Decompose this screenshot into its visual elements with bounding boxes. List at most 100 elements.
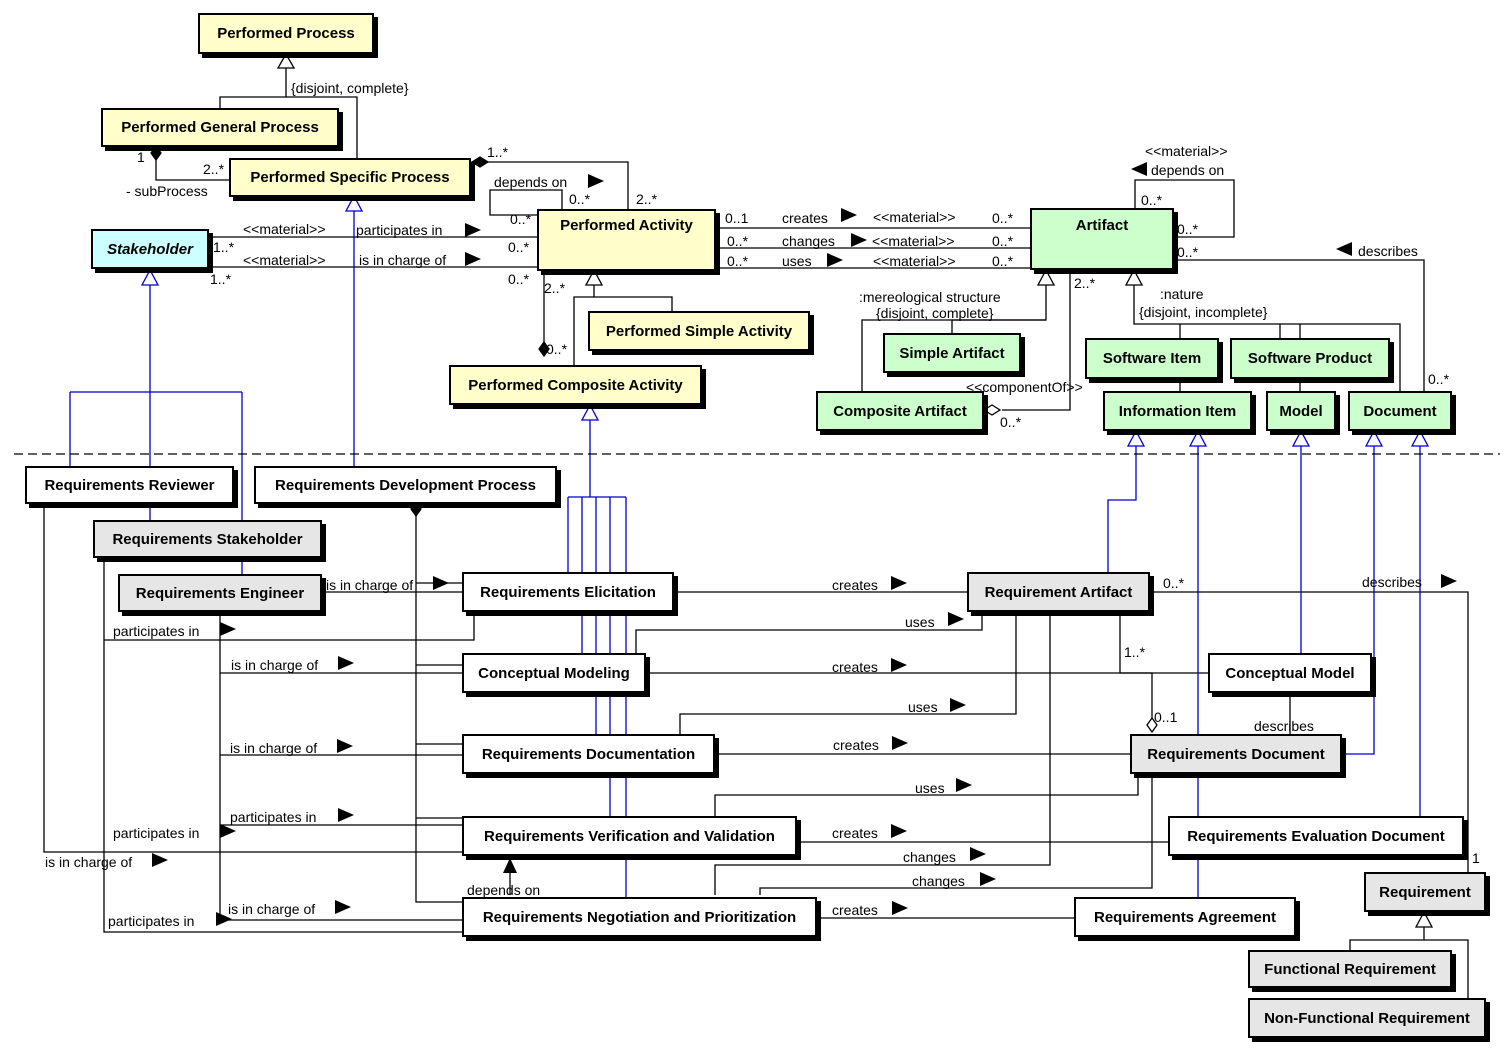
label-multiplicity: 0..1 [725, 210, 749, 226]
label-multiplicity: 2..* [544, 280, 566, 296]
label-association: uses [905, 614, 935, 630]
label-multiplicity: 0..* [546, 341, 568, 357]
class-requirements-negotiation-prioritization[interactable]: Requirements Negotiation and Prioritizat… [462, 897, 817, 937]
class-performed-simple-activity[interactable]: Performed Simple Activity [588, 311, 810, 351]
label-association: changes [782, 233, 835, 249]
label-multiplicity: 0..* [992, 233, 1014, 249]
label-stereotype: <<material>> [243, 221, 326, 237]
label-multiplicity: 2..* [203, 161, 225, 177]
label-association: is in charge of [230, 740, 318, 756]
label-multiplicity: 0..* [569, 191, 591, 207]
label-multiplicity: 1..* [213, 239, 235, 255]
label-stereotype: <<material>> [873, 209, 956, 225]
label-stereotype: <<componentOf>> [966, 379, 1083, 395]
label-multiplicity: 0..* [510, 211, 532, 227]
class-requirements-agreement[interactable]: Requirements Agreement [1074, 897, 1296, 937]
label-multiplicity: 0..* [1177, 221, 1199, 237]
class-name: Conceptual Modeling [478, 664, 630, 682]
class-non-functional-requirement[interactable]: Non-Functional Requirement [1248, 998, 1486, 1038]
class-performed-process[interactable]: Performed Process [198, 13, 374, 54]
class-name: Simple Artifact [899, 344, 1005, 362]
class-name: Requirements Reviewer [44, 476, 215, 494]
label-multiplicity: 1..* [487, 144, 509, 160]
class-name: Software Item [1102, 350, 1202, 367]
class-name: Performed Simple Activity [605, 322, 793, 340]
class-requirements-stakeholder[interactable]: Requirements Stakeholder [93, 520, 322, 558]
label-association: describes [1362, 574, 1422, 590]
class-conceptual-modeling[interactable]: Conceptual Modeling [462, 653, 646, 693]
class-composite-artifact[interactable]: Composite Artifact [816, 391, 984, 431]
class-software-item[interactable]: Software Item [1085, 338, 1219, 379]
class-model[interactable]: Model [1266, 391, 1336, 431]
class-requirements-elicitation[interactable]: Requirements Elicitation [462, 572, 674, 612]
class-software-product[interactable]: Software Product [1230, 338, 1390, 379]
label-stereotype: <<material>> [243, 252, 326, 268]
class-requirement-artifact[interactable]: Requirement Artifact [967, 572, 1150, 612]
class-performed-activity[interactable]: Performed Activity [537, 209, 716, 271]
label-constraint: {disjoint, complete} [291, 80, 409, 96]
label-association: is in charge of [326, 577, 414, 593]
class-stakeholder[interactable]: Stakeholder [91, 229, 209, 269]
class-name: Requirements Engineer [135, 584, 305, 602]
class-name: Stakeholder [107, 240, 193, 258]
label-association: describes [1358, 243, 1418, 259]
class-requirements-development-process[interactable]: Requirements Development Process [254, 466, 557, 504]
class-name: Non-Functional Requirement [1264, 1009, 1470, 1027]
class-requirements-evaluation-document[interactable]: Requirements Evaluation Document [1168, 816, 1464, 856]
label-multiplicity: 1..* [1124, 644, 1146, 660]
class-artifact[interactable]: Artifact [1030, 208, 1174, 270]
class-requirements-verification-validation[interactable]: Requirements Verification and Validation [462, 816, 797, 856]
label-association: participates in [356, 222, 443, 238]
label-multiplicity: 0..1 [1154, 709, 1178, 725]
label-association: participates in [113, 825, 200, 841]
label-constraint: {disjoint, incomplete} [1139, 304, 1268, 320]
class-name: Performed Activity [560, 217, 693, 234]
class-requirements-documentation[interactable]: Requirements Documentation [462, 734, 715, 774]
class-functional-requirement[interactable]: Functional Requirement [1248, 950, 1452, 988]
label-association: creates [832, 825, 878, 841]
class-name: Requirements Documentation [481, 745, 696, 763]
class-conceptual-model[interactable]: Conceptual Model [1208, 653, 1372, 693]
label-multiplicity: 1 [137, 149, 145, 165]
class-performed-general-process[interactable]: Performed General Process [101, 108, 339, 147]
class-requirement[interactable]: Requirement [1364, 872, 1486, 912]
class-requirements-document[interactable]: Requirements Document [1130, 734, 1342, 774]
class-name: Software Product [1247, 350, 1373, 367]
class-name: Requirements Document [1147, 745, 1325, 763]
label-association: depends on [494, 174, 568, 190]
label-association: participates in [108, 913, 195, 929]
label-multiplicity: 2..* [1074, 275, 1096, 291]
class-name: Artifact [1075, 217, 1129, 234]
class-name: Conceptual Model [1225, 664, 1355, 682]
label-generalization-set: :nature [1160, 286, 1204, 302]
class-performed-composite-activity[interactable]: Performed Composite Activity [449, 365, 702, 405]
label-multiplicity: 2..* [636, 191, 658, 207]
label-multiplicity: 0..* [992, 210, 1014, 226]
class-name: Requirement Artifact [984, 583, 1133, 601]
label-multiplicity: 0..* [1177, 244, 1199, 260]
label-role: - subProcess [126, 183, 208, 199]
label-generalization-set: :mereological structure [859, 289, 1001, 305]
label-multiplicity: 0..* [1428, 371, 1450, 387]
class-name: Performed General Process [121, 119, 319, 136]
class-document[interactable]: Document [1348, 391, 1452, 431]
class-requirements-reviewer[interactable]: Requirements Reviewer [25, 466, 234, 504]
class-name: Information Item [1118, 402, 1237, 420]
label-association: depends on [467, 882, 541, 898]
label-multiplicity: 0..* [508, 271, 530, 287]
label-multiplicity: 0..* [992, 253, 1014, 269]
class-name: Requirements Elicitation [480, 583, 656, 601]
label-multiplicity: 0..* [1141, 192, 1163, 208]
label-multiplicity: 1 [1472, 850, 1480, 866]
class-performed-specific-process[interactable]: Performed Specific Process [229, 158, 471, 197]
label-multiplicity: 0..* [727, 253, 749, 269]
class-simple-artifact[interactable]: Simple Artifact [883, 333, 1021, 373]
class-information-item[interactable]: Information Item [1103, 391, 1252, 431]
class-requirements-engineer[interactable]: Requirements Engineer [118, 574, 322, 612]
class-name: Performed Composite Activity [468, 376, 683, 394]
label-association: uses [782, 253, 812, 269]
label-association: uses [908, 699, 938, 715]
class-name: Requirements Evaluation Document [1187, 827, 1445, 845]
label-association: creates [832, 577, 878, 593]
